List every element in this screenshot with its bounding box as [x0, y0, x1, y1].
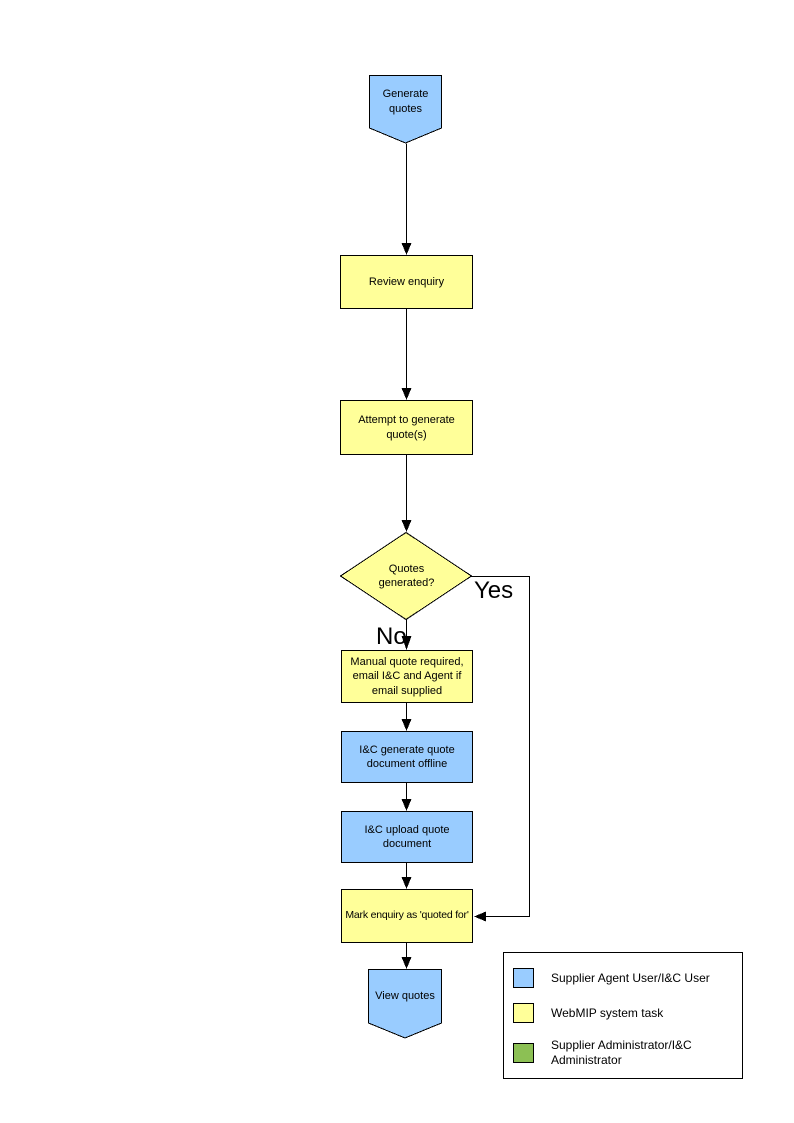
legend-item-system: WebMIP system task [513, 1003, 741, 1023]
arrowhead-attempt-decision [401, 520, 412, 532]
node-ic-upload-document: I&C upload quote document [341, 811, 473, 863]
node-mark-quoted-for: Mark enquiry as 'quoted for' [341, 889, 473, 943]
arrowhead-manual-icgenerate [401, 719, 412, 731]
arrowhead-start-review [401, 243, 412, 255]
legend-swatch-system [513, 1003, 534, 1023]
arrowhead-decision-mark-yes [474, 911, 486, 922]
branch-label-no: No [376, 623, 407, 650]
end-pentagon-shape [368, 969, 442, 1039]
start-pentagon-shape [369, 75, 442, 144]
legend-swatch-user [513, 968, 534, 988]
node-ic-generate-offline: I&C generate quote document offline [341, 731, 473, 783]
node-manual-quote-required: Manual quote required, email I&C and Age… [341, 650, 473, 703]
arrowhead-decision-manual [401, 636, 412, 650]
connector-decision-mark-yes [471, 576, 530, 917]
arrowhead-mark-end [401, 957, 412, 969]
legend-swatch-admin [513, 1043, 534, 1063]
legend-label-user: Supplier Agent User/I&C User [551, 970, 710, 985]
branch-label-yes: Yes [474, 577, 514, 604]
node-decision-label: Quotes generated? [378, 562, 435, 589]
node-attempt-generate: Attempt to generate quote(s) [340, 400, 473, 455]
legend-label-system: WebMIP system task [551, 1005, 664, 1020]
legend-item-user: Supplier Agent User/I&C User [513, 968, 741, 988]
node-review-enquiry: Review enquiry [340, 255, 473, 309]
legend: Supplier Agent User/I&C User WebMIP syst… [503, 952, 743, 1079]
node-start-label: Generate quotes [382, 88, 429, 115]
legend-label-admin: Supplier Administrator/I&C Administrator [551, 1038, 692, 1067]
arrowhead-review-attempt [401, 388, 412, 400]
arrowhead-icupload-mark [401, 877, 412, 889]
node-end-label: View quotes [375, 989, 435, 1002]
arrowhead-icgenerate-icupload [401, 799, 412, 811]
legend-item-admin: Supplier Administrator/I&C Administrator [513, 1038, 741, 1068]
